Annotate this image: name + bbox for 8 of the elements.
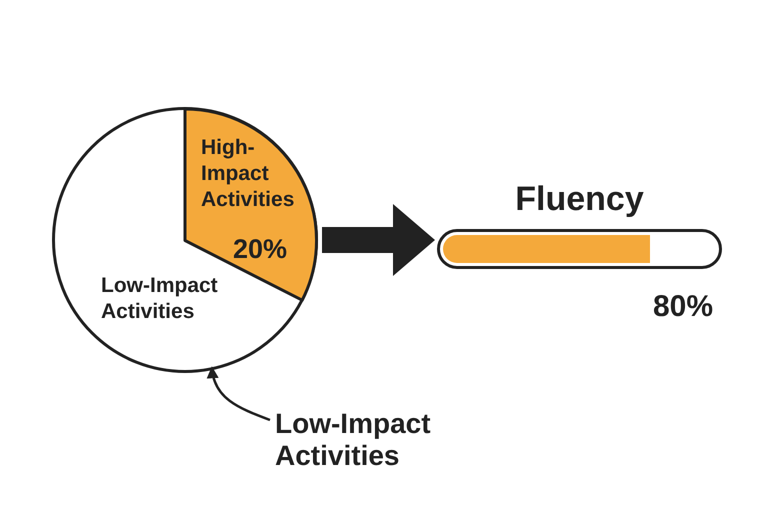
slice-label: High-Impact Activities [201,134,296,212]
percentage-label: 20% [233,232,288,266]
slice-label: Low-Impact Activities [101,273,219,325]
bar-title: Fluency [514,179,645,220]
callout-text: Low-Impact Activities [275,408,432,472]
arrow [322,204,435,276]
arrow [207,366,270,422]
percentage-label: 80% [652,289,713,325]
